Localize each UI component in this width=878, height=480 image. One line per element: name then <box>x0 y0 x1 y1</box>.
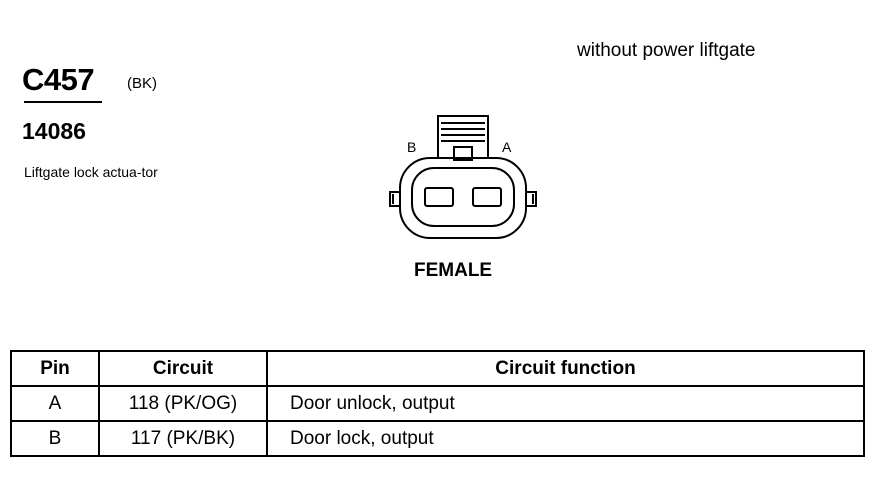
cell-pin: B <box>10 420 100 457</box>
connector-body-outer <box>399 157 527 239</box>
connector-description: Liftgate lock actua-tor <box>24 164 158 180</box>
connector-body-inner <box>411 167 515 227</box>
title-underline <box>24 101 102 103</box>
header-pin: Pin <box>10 350 100 387</box>
cell-circuit: 117 (PK/BK) <box>98 420 268 457</box>
table-row: A 118 (PK/OG) Door unlock, output <box>10 385 865 422</box>
header-circuit: Circuit <box>98 350 268 387</box>
ear-left <box>389 191 400 207</box>
table-row: B 117 (PK/BK) Door lock, output <box>10 420 865 457</box>
cell-pin: A <box>10 385 100 422</box>
pin-label-b: B <box>407 139 417 155</box>
cavity-a <box>472 187 502 207</box>
variant-note: without power liftgate <box>577 40 756 61</box>
connector-id: C457 <box>22 62 95 97</box>
tab-latch <box>453 146 473 161</box>
cell-function: Door unlock, output <box>266 385 865 422</box>
cavity-b <box>424 187 454 207</box>
connector-gender-label: FEMALE <box>414 260 493 281</box>
pin-label-a: A <box>502 139 512 155</box>
connector-color: (BK) <box>127 75 157 92</box>
cell-function: Door lock, output <box>266 420 865 457</box>
header-circuit-function: Circuit function <box>266 350 865 387</box>
locking-tab <box>437 115 489 158</box>
cell-circuit: 118 (PK/OG) <box>98 385 268 422</box>
ear-right <box>526 191 537 207</box>
part-number: 14086 <box>22 118 86 144</box>
table-header-row: Pin Circuit Circuit function <box>10 350 865 387</box>
pinout-table: Pin Circuit Circuit function A 118 (PK/O… <box>10 350 865 457</box>
connector-face-diagram <box>389 115 537 239</box>
